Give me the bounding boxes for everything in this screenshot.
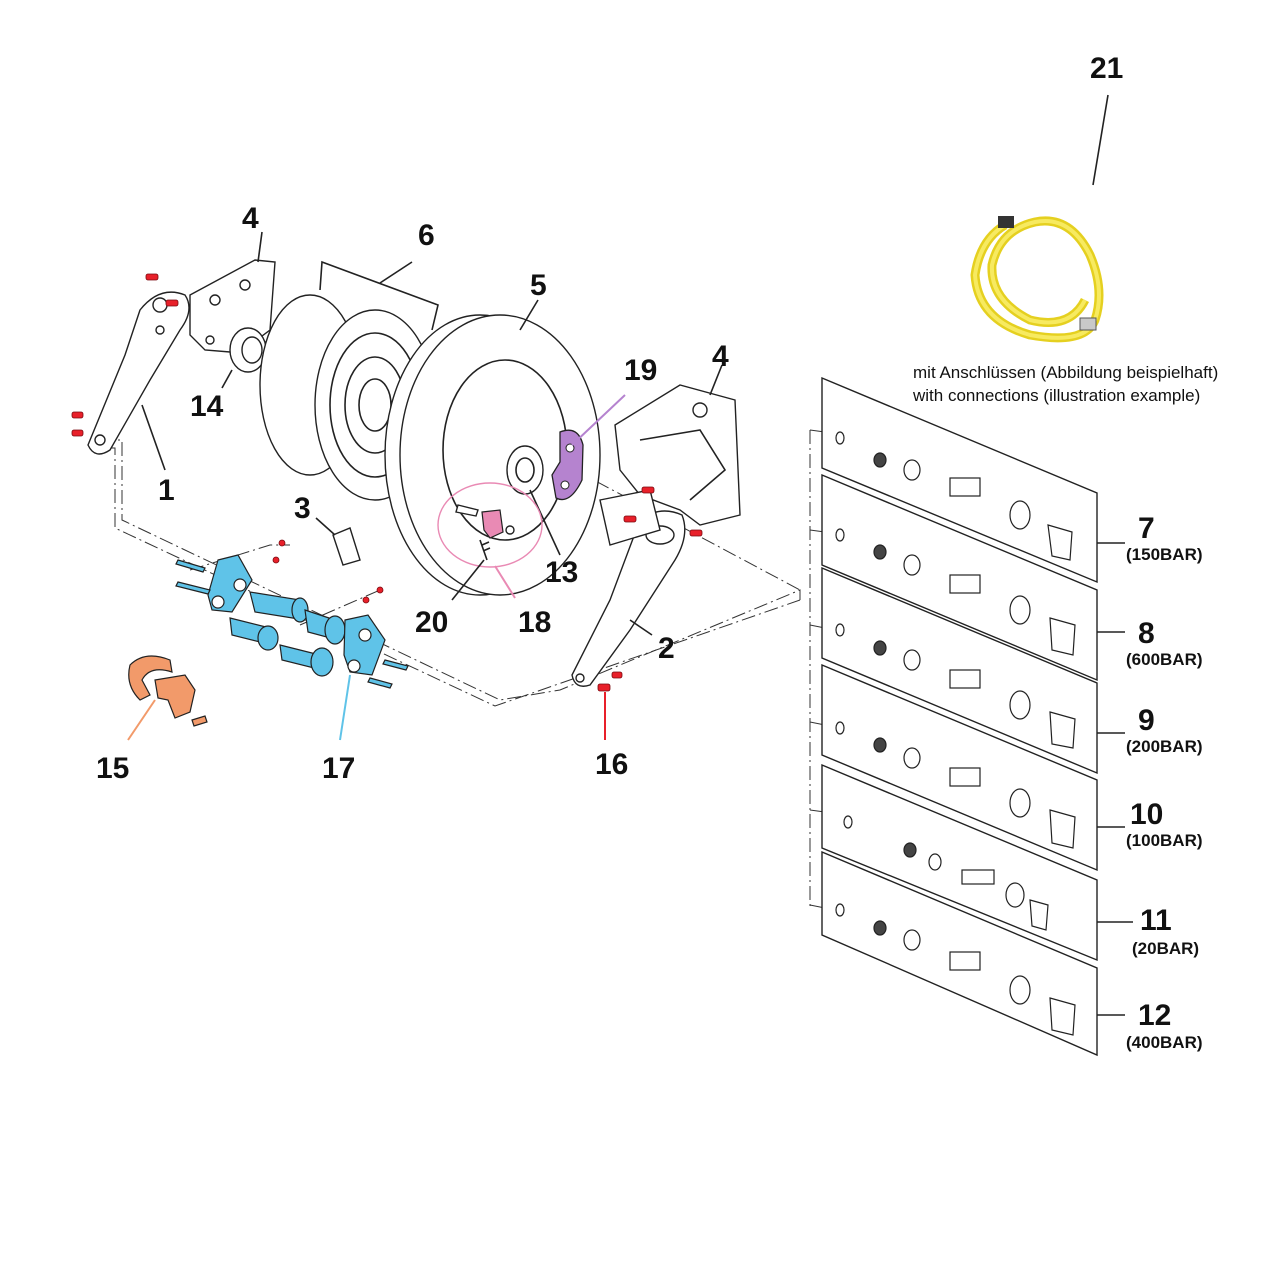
label-part-4-right: 4 <box>712 340 729 373</box>
label-part-14: 14 <box>190 390 224 423</box>
kit-10-number: 10 <box>1130 798 1163 831</box>
kit-leader-lines <box>1097 542 1133 1016</box>
roller-bracket-assembly <box>175 554 409 689</box>
label-part-5: 5 <box>530 269 547 302</box>
kit-12-pressure: (400BAR) <box>1126 1033 1203 1052</box>
arm-left <box>87 291 190 455</box>
label-part-20: 20 <box>415 606 448 639</box>
label-part-3: 3 <box>294 492 311 525</box>
kit-11-pressure: (20BAR) <box>1132 939 1199 958</box>
label-part-15: 15 <box>96 752 129 785</box>
label-part-2: 2 <box>658 632 675 665</box>
ratchet-pawl <box>551 429 584 501</box>
arm-right <box>571 510 686 687</box>
kit-11-number: 11 <box>1140 904 1172 937</box>
kit-labels: 7 (150BAR) 8 (600BAR) 9 (200BAR) 10 (100… <box>1126 512 1203 1052</box>
label-part-1: 1 <box>158 474 175 507</box>
kit-8-pressure: (600BAR) <box>1126 650 1203 669</box>
kit-9-number: 9 <box>1138 704 1155 737</box>
screws <box>71 273 703 692</box>
kit-7-number: 7 <box>1138 512 1155 545</box>
hose-note-line2: with connections (illustration example) <box>912 386 1200 405</box>
label-part-6: 6 <box>418 219 435 252</box>
label-part-18: 18 <box>518 606 551 639</box>
label-part-13: 13 <box>545 556 578 589</box>
connector-kit-parts <box>835 431 1076 1036</box>
label-part-4-left: 4 <box>242 202 259 235</box>
reel-drum <box>384 314 601 596</box>
label-part-21: 21 <box>1090 52 1123 85</box>
kit-12-number: 12 <box>1138 999 1171 1032</box>
hose-clamp <box>128 655 208 727</box>
kit-10-pressure: (100BAR) <box>1126 831 1203 850</box>
clip <box>332 527 361 566</box>
latch-detail <box>437 482 543 568</box>
hose-with-connections <box>970 216 1104 343</box>
kit-8-number: 8 <box>1138 617 1155 650</box>
kit-7-pressure: (150BAR) <box>1126 545 1203 564</box>
part-labels: 4 6 5 4 19 14 1 3 13 20 18 2 15 17 16 21 <box>96 52 1123 785</box>
label-part-17: 17 <box>322 752 355 785</box>
assembly-guide-lines <box>100 429 826 910</box>
hub-bushing <box>229 327 267 373</box>
kit-9-pressure: (200BAR) <box>1126 737 1203 756</box>
label-part-16: 16 <box>595 748 628 781</box>
hose-note-line1: mit Anschlüssen (Abbildung beispielhaft) <box>913 363 1218 382</box>
label-part-19: 19 <box>624 354 657 387</box>
